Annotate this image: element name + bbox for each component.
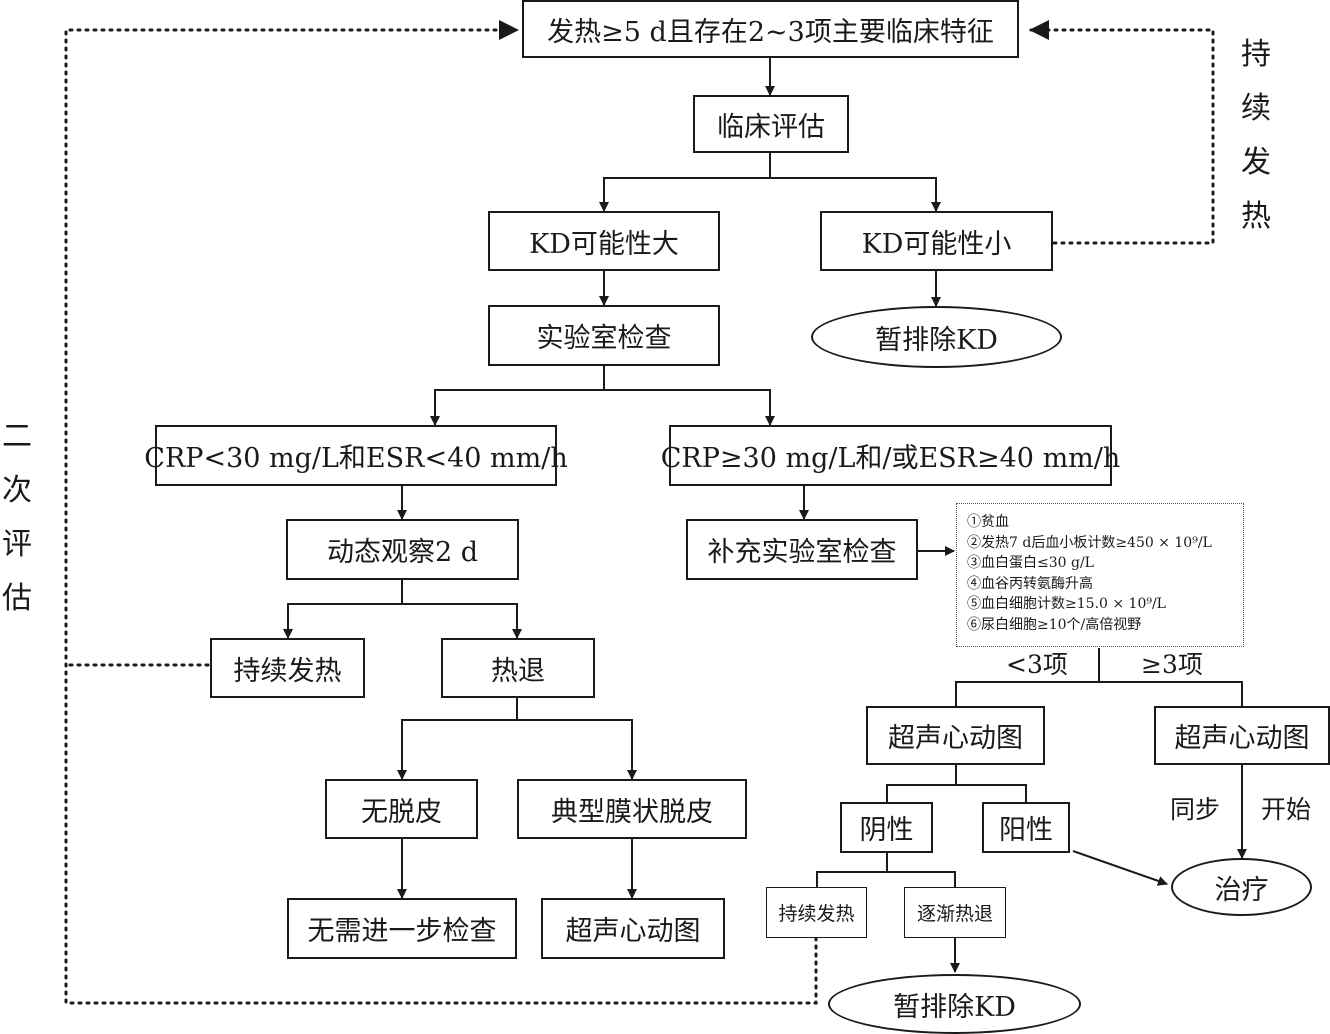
second-eval-side-label: 二 次 评 估 [0, 410, 34, 626]
supp-lab-box: 补充实验室检查 [686, 519, 918, 580]
side-char: 持 [1241, 37, 1271, 72]
no-peel-box: 无脱皮 [325, 779, 478, 839]
negative-box: 阴性 [840, 802, 933, 853]
criterion-item: ③血白蛋白≤30 g/L [967, 555, 1094, 571]
fever-persist-small-box: 持续发热 [766, 887, 867, 938]
side-char: 续 [1241, 91, 1271, 126]
less-than-3-label: <3项 [1006, 650, 1068, 679]
criterion-item: ④血谷丙转氨酶升高 [967, 575, 1093, 592]
side-char: 估 [2, 581, 32, 616]
sync-label: 同步 [1170, 795, 1221, 824]
kd-high-box: KD可能性大 [488, 211, 720, 271]
fever-down-box: 热退 [441, 638, 595, 698]
echo-left-box: 超声心动图 [541, 898, 725, 959]
fever-persist-box: 持续发热 [210, 638, 365, 698]
treatment-oval: 治疗 [1171, 858, 1312, 916]
start-label: 开始 [1261, 795, 1312, 824]
exclude-kd-top-oval: 暂排除KD [811, 306, 1062, 368]
side-char: 次 [2, 473, 32, 508]
no-further-box: 无需进一步检查 [287, 898, 517, 959]
criterion-item: ①贫血 [967, 514, 1009, 530]
kd-low-box: KD可能性小 [820, 211, 1053, 271]
echo-mid-box: 超声心动图 [866, 706, 1045, 765]
persistent-fever-side-label: 持 续 发 热 [1239, 28, 1273, 244]
criterion-item: ②发热7 d后血小板计数≥450 × 10⁹/L [967, 534, 1212, 551]
side-char: 二 [2, 419, 32, 454]
observe-box: 动态观察2 d [286, 519, 519, 580]
side-char: 热 [1241, 199, 1271, 234]
echo-right-box: 超声心动图 [1154, 706, 1330, 765]
side-char: 发 [1241, 145, 1271, 180]
lab-tests-box: 实验室检查 [488, 305, 720, 366]
clinical-eval-box: 临床评估 [693, 95, 849, 153]
crp-high-box: CRP≥30 mg/L和/或ESR≥40 mm/h [661, 425, 1120, 486]
crp-low-box: CRP<30 mg/L和ESR<40 mm/h [144, 425, 568, 486]
at-least-3-label: ≥3项 [1141, 650, 1203, 679]
positive-box: 阳性 [982, 802, 1070, 853]
criterion-item: ⑥尿白细胞≥10个/高倍视野 [967, 616, 1142, 633]
side-char: 评 [2, 527, 32, 562]
supplementary-criteria-list: ①贫血 ②发热7 d后血小板计数≥450 × 10⁹/L ③血白蛋白≤30 g/… [956, 503, 1244, 647]
typical-peel-box: 典型膜状脱皮 [517, 779, 747, 839]
fever-gradual-box: 逐渐热退 [904, 887, 1006, 938]
exclude-kd-bottom-oval: 暂排除KD [828, 974, 1081, 1034]
criterion-item: ⑤血白细胞计数≥15.0 × 10⁹/L [967, 596, 1166, 612]
entry-criteria-box: 发热≥5 d且存在2~3项主要临床特征 [522, 0, 1019, 58]
